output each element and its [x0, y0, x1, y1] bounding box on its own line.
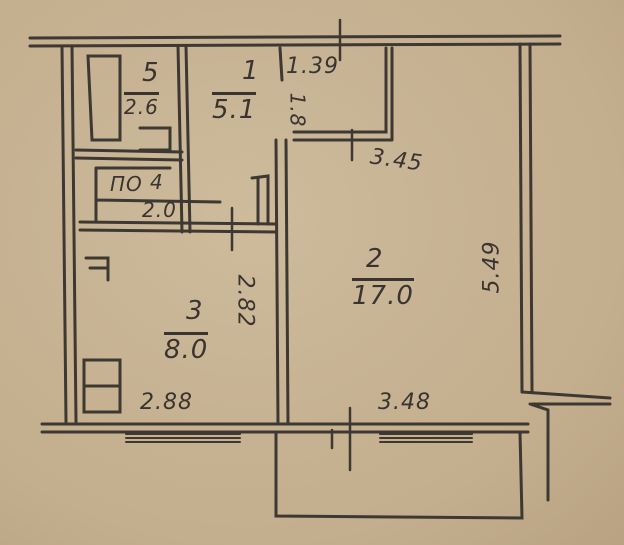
dimension-room3-bottom: 2.88 — [140, 390, 193, 415]
room-1-area: 5.1 — [212, 92, 257, 123]
fixtures — [82, 54, 473, 443]
dimension-room3-side: 2.82 — [232, 274, 258, 328]
room-5-number: 5 — [142, 58, 160, 88]
room-3-number: 3 — [186, 296, 204, 326]
room-3-area: 8.0 — [164, 332, 209, 363]
outer-walls — [28, 34, 612, 520]
interior-walls — [74, 44, 394, 426]
room-5-area: 2.6 — [124, 92, 159, 117]
room-4-number: 4 — [150, 170, 164, 194]
room-1-number: 1 — [242, 56, 260, 86]
room-2-area: 17.0 — [352, 278, 414, 309]
tick-marks — [230, 18, 354, 472]
dimension-hall-door: 1.8 — [285, 92, 310, 128]
dimension-room2-side: 5.49 — [479, 240, 505, 294]
room-4-area: 2.0 — [142, 198, 177, 222]
dimension-room2-bottom: 3.48 — [378, 390, 431, 415]
room-2-number: 2 — [366, 244, 384, 274]
dimension-closet-width: 1.39 — [286, 54, 339, 79]
pantry-label: ПО — [110, 172, 143, 196]
